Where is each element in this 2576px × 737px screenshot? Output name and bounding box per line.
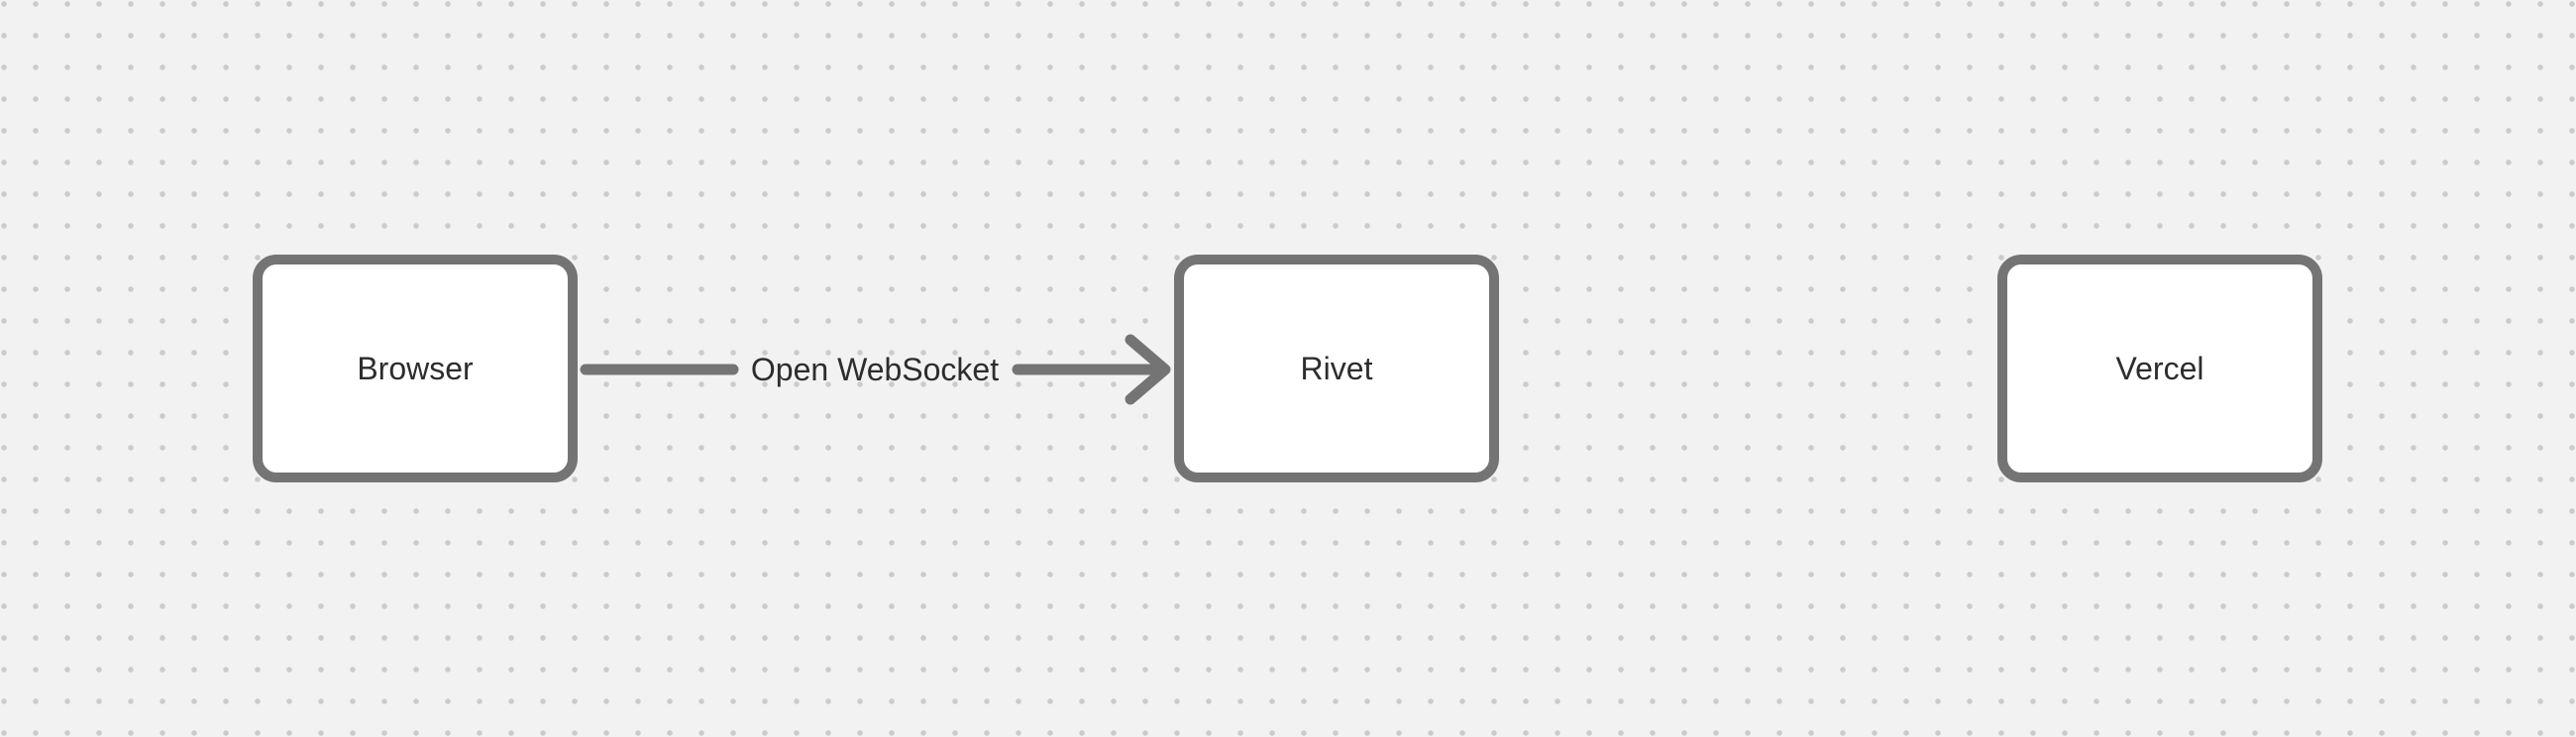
node-vercel[interactable]: Vercel: [1997, 255, 2322, 482]
arrowhead-icon: [1125, 334, 1171, 405]
node-rivet[interactable]: Rivet: [1174, 255, 1499, 482]
node-browser[interactable]: Browser: [253, 255, 578, 482]
node-browser-label: Browser: [357, 351, 474, 386]
node-vercel-label: Vercel: [2115, 351, 2204, 386]
websocket-arrow-label: Open WebSocket: [750, 352, 1000, 387]
node-rivet-label: Rivet: [1300, 351, 1373, 386]
